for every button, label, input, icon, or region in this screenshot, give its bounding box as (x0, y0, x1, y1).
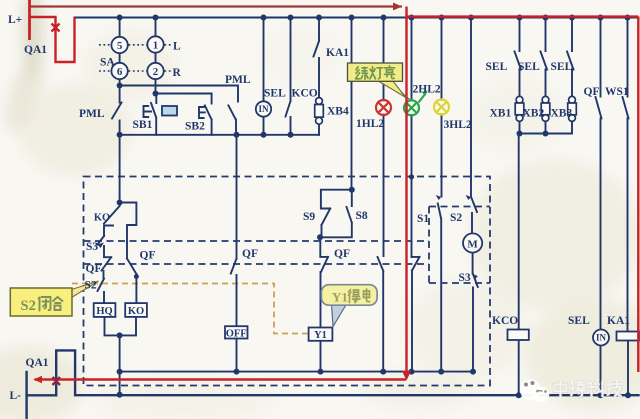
svg-text:S2: S2 (85, 280, 97, 292)
svg-text:IN: IN (258, 104, 269, 114)
svg-text:PML: PML (225, 74, 251, 86)
svg-text:KO: KO (94, 213, 110, 224)
svg-text:XB1: XB1 (490, 108, 512, 120)
svg-text:2HL2: 2HL2 (413, 84, 441, 96)
svg-text:HQ: HQ (96, 306, 112, 317)
svg-text:KA1: KA1 (607, 315, 630, 327)
svg-text:S1: S1 (417, 213, 429, 225)
svg-text:SEL: SEL (551, 61, 573, 73)
svg-text:IN: IN (596, 333, 607, 343)
svg-text:S2: S2 (450, 212, 462, 224)
svg-text:QF: QF (242, 248, 258, 260)
svg-text:KCO: KCO (292, 88, 318, 100)
svg-text:SB2: SB2 (185, 121, 205, 133)
svg-text:Y1: Y1 (314, 330, 327, 341)
svg-text:3HL2: 3HL2 (444, 119, 472, 131)
svg-text:SB1: SB1 (133, 119, 153, 131)
svg-text:SEL: SEL (518, 61, 540, 73)
svg-text:XB3: XB3 (551, 108, 573, 120)
svg-text:SEL: SEL (568, 315, 590, 327)
svg-text:R: R (173, 67, 182, 79)
svg-text:QA1: QA1 (26, 357, 49, 369)
svg-text:Y1: Y1 (332, 290, 348, 305)
svg-text:S2: S2 (21, 298, 36, 314)
svg-text:WS1: WS1 (605, 86, 629, 98)
svg-text:KO: KO (128, 306, 144, 317)
svg-text:KA1: KA1 (326, 47, 349, 59)
svg-text:2: 2 (153, 66, 159, 78)
svg-text:L: L (173, 41, 181, 53)
svg-text:6: 6 (117, 66, 123, 78)
svg-text:QF: QF (584, 86, 600, 98)
svg-text:KCO: KCO (492, 315, 518, 327)
svg-text:SEL: SEL (486, 61, 508, 73)
svg-text:SEL: SEL (264, 88, 286, 100)
svg-text:M: M (467, 239, 478, 251)
svg-text:OFF: OFF (226, 328, 247, 339)
svg-text:1HL2: 1HL2 (356, 118, 384, 130)
svg-text:L+: L+ (8, 14, 22, 26)
svg-text:S8: S8 (356, 210, 368, 222)
svg-text:S3: S3 (86, 241, 98, 253)
svg-text:QF: QF (334, 248, 350, 260)
svg-text:S3: S3 (459, 272, 471, 284)
svg-text:QF: QF (86, 263, 102, 275)
svg-text:SA: SA (100, 57, 115, 69)
svg-text:QA1: QA1 (24, 44, 47, 56)
svg-text:S9: S9 (303, 211, 315, 223)
svg-text:1: 1 (153, 40, 159, 52)
svg-text:QF: QF (140, 250, 156, 262)
svg-text:L-: L- (10, 390, 22, 402)
svg-text:XB2: XB2 (523, 108, 545, 120)
svg-text:5: 5 (117, 40, 123, 52)
svg-text:PML: PML (79, 108, 105, 120)
svg-text:XB4: XB4 (327, 106, 349, 118)
